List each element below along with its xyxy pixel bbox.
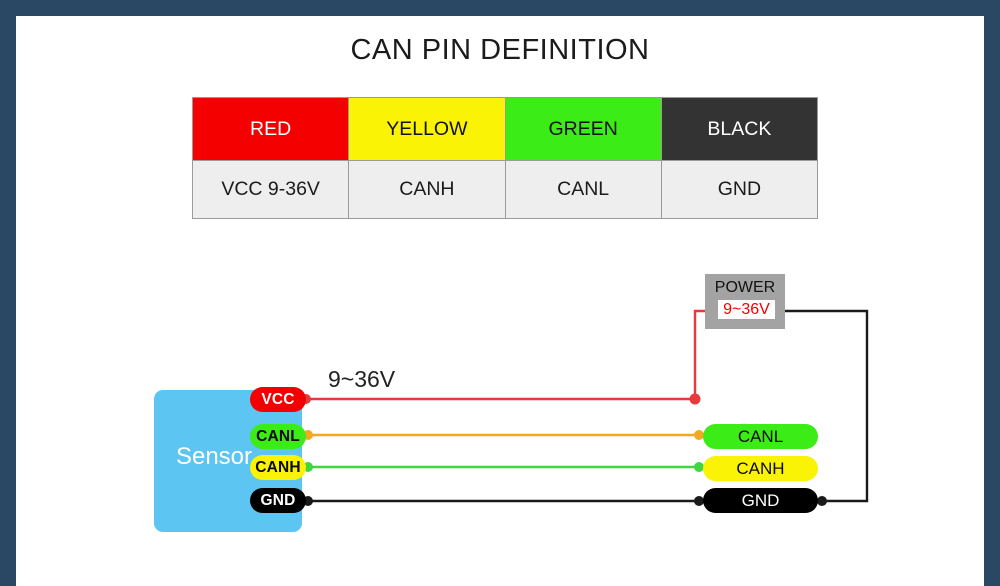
table-value-row: VCC 9-36V CANH CANL GND [193,160,817,218]
junction-gnd-right [694,496,704,506]
table-header-yellow: YELLOW [349,98,506,160]
page-title: CAN PIN DEFINITION [350,34,650,66]
wire-layer [301,309,869,506]
sensor-pin-gnd: GND [250,488,306,513]
pin-definition-table: RED YELLOW GREEN BLACK VCC 9-36V CANH CA… [192,97,818,219]
sensor-label: Sensor [175,443,253,470]
table-cell-vcc: VCC 9-36V [193,161,350,218]
connector-canl: CANL [703,424,818,449]
junction-vcc-corner [689,393,701,405]
connector-gnd: GND [703,488,818,513]
sensor-pin-canh: CANH [250,455,306,480]
wiring-diagram: Sensor VCC CANL CANH GND 9~36V POWER 9~3… [16,238,984,586]
table-cell-canl: CANL [505,161,662,218]
table-cell-canh: CANH [349,161,506,218]
table-header-green: GREEN [505,98,662,160]
table-cell-gnd: GND [661,161,817,218]
junction-gnd-return [817,496,827,506]
power-label: POWER [714,279,776,296]
table-header-black: BLACK [661,98,817,160]
table-header-red: RED [193,98,350,160]
power-voltage-label: 9~36V [718,300,775,319]
junction-canl-right [694,430,704,440]
wire-power-gnd-return [785,309,869,503]
sensor-pin-canl: CANL [250,424,306,449]
connector-canh: CANH [703,456,818,481]
content-canvas: CAN PIN DEFINITION RED YELLOW GREEN BLAC… [16,16,984,586]
junction-canh-right [694,462,704,472]
sensor-pin-vcc: VCC [250,387,306,412]
table-header-row: RED YELLOW GREEN BLACK [193,98,817,160]
voltage-annotation: 9~36V [328,366,396,392]
